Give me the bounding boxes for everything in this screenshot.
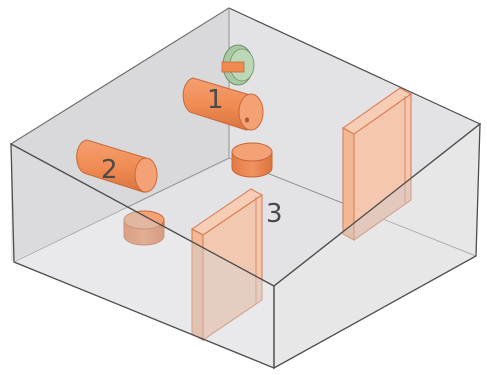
box-back-bottom-left-edge	[13, 157, 230, 263]
cylinder-part-1	[182, 77, 264, 131]
label-1: 1	[207, 85, 224, 115]
enclosure-front-faces	[10, 122, 481, 370]
box-front-right-face	[273, 122, 481, 370]
cylinder-part-2	[76, 139, 158, 193]
box-back-interior	[11, 8, 229, 262]
label-2: 2	[101, 155, 118, 185]
plate-front	[191, 188, 263, 341]
plate-right	[342, 87, 412, 241]
green-flange	[221, 44, 255, 86]
disc-part-center	[231, 142, 273, 178]
disc-part-left	[123, 210, 165, 246]
label-3: 3	[266, 199, 283, 229]
